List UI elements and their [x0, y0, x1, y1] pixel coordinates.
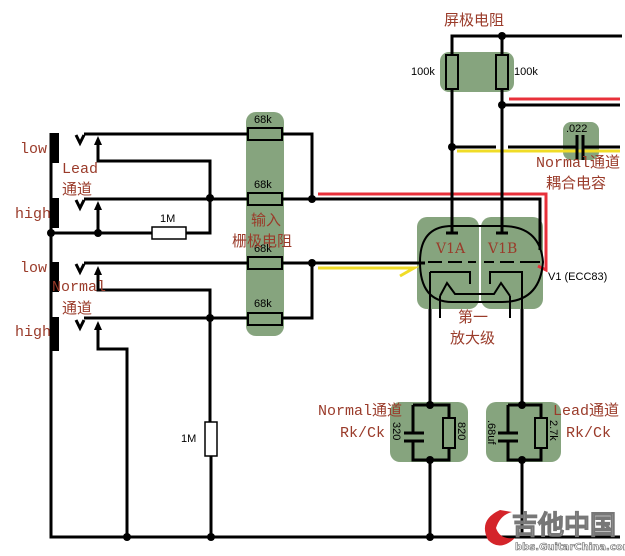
lead-high-label: high — [15, 206, 51, 223]
normal-rkck-label-2: Rk/Ck — [340, 425, 385, 442]
normal-label-2: 通道 — [62, 299, 92, 317]
normal-high-label: high — [15, 324, 51, 341]
normal-high-jack — [51, 317, 59, 351]
input-resistor-label-2: 栅极电阻 — [232, 232, 292, 250]
normal-low-jack — [51, 262, 59, 292]
ground-1m-value: 1M — [181, 433, 196, 445]
lead-high-jack — [51, 198, 59, 228]
lead-low-jack — [51, 133, 59, 163]
input-resistor-2-value: 68k — [254, 179, 272, 191]
normal-signal-path — [318, 266, 420, 278]
lead-rk-resistor — [534, 417, 548, 449]
normal-label-1: Normal — [52, 279, 106, 296]
tube-envelope — [419, 225, 545, 303]
coupling-cap-label-2: 耦合电容 — [546, 174, 606, 192]
normal-rk-resistor — [442, 417, 456, 449]
normal-rkck-label-1: Normal通道 — [318, 402, 402, 420]
plate-resistor-left — [445, 54, 459, 90]
lead-rkck-label-2: Rk/Ck — [566, 425, 611, 442]
coupling-capacitor — [575, 135, 585, 160]
input-resistor-1 — [247, 127, 283, 141]
lead-ck-capacitor — [498, 431, 518, 443]
normal-rk-value: 820 — [455, 422, 467, 440]
input-resistor-1-value: 68k — [254, 114, 272, 126]
lead-1m-value: 1M — [160, 213, 175, 225]
plate-resistor-right-value: 100k — [514, 66, 538, 78]
lead-label-1: Lead — [62, 161, 98, 178]
input-resistor-pad — [246, 112, 284, 336]
lead-low-label: low — [20, 141, 47, 158]
plate-resistor-title: 屏极电阻 — [444, 11, 504, 29]
watermark: 吉他中国 bbs.GuitarChina.com — [484, 510, 625, 553]
dragon-logo-icon — [484, 510, 515, 546]
stage-label-1: 第一 — [458, 308, 488, 326]
plate-resistor-left-value: 100k — [411, 66, 435, 78]
stage-label-2: 放大级 — [450, 329, 495, 347]
input-resistor-4 — [247, 312, 283, 326]
lead-rkck-label-1: Lead通道 — [553, 402, 619, 420]
lead-rk-value: 2.7k — [547, 420, 559, 441]
coupling-cap-label-1: Normal通道 — [536, 154, 620, 172]
coupling-cap-value: .022 — [566, 123, 587, 135]
lead-ck-value: .68uf — [485, 420, 497, 445]
tube-v1a-label: V1A — [435, 241, 466, 257]
tube-v1b-label: V1B — [487, 241, 517, 257]
watermark-url: bbs.GuitarChina.com — [515, 542, 625, 553]
lead-1m-resistor — [151, 226, 187, 240]
tube-name: V1 (ECC83) — [548, 271, 607, 283]
normal-ck-capacitor — [404, 431, 424, 443]
lead-label-2: 通道 — [62, 180, 92, 198]
watermark-title: 吉他中国 — [512, 511, 616, 541]
normal-ck-value: 320 — [390, 422, 402, 440]
input-resistor-4-value: 68k — [254, 298, 272, 310]
ground-1m-resistor — [204, 421, 218, 457]
input-resistor-2 — [247, 192, 283, 206]
plate-resistor-right — [495, 54, 509, 90]
normal-low-label: low — [20, 260, 47, 277]
input-resistor-3-value: 68k — [254, 243, 272, 255]
input-resistor-3 — [247, 256, 283, 270]
lead-low-tip — [74, 134, 86, 147]
input-resistor-label-1: 输入 — [251, 211, 281, 229]
